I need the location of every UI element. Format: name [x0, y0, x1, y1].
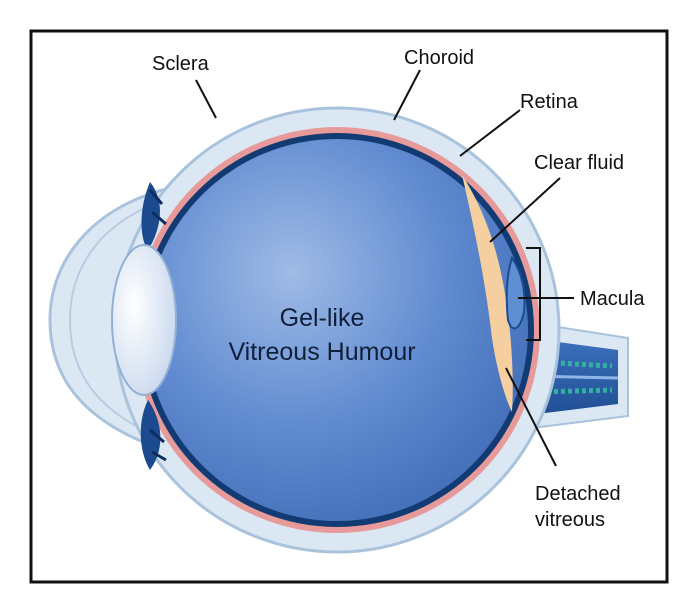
nerve-fibers-lower [539, 387, 613, 395]
label-macula: Macula [580, 288, 645, 310]
label-detached-line2: vitreous [535, 509, 605, 531]
leader-detached-vitreous [505, 367, 557, 467]
label-retina: Retina [520, 91, 579, 113]
label-sclera: Sclera [152, 53, 210, 75]
iris-upper [141, 182, 160, 250]
leader-clear-fluid [489, 177, 561, 243]
leader-retina [459, 109, 521, 157]
leader-lines [195, 69, 574, 467]
center-label-line1: Gel-like [280, 304, 365, 332]
label-detached-line1: Detached [535, 483, 621, 505]
leader-sclera [195, 79, 217, 119]
macula-bracket [526, 247, 541, 341]
label-choroid: Choroid [404, 47, 474, 69]
clear-fluid-pocket [462, 175, 513, 412]
nerve-fibers-upper [539, 359, 613, 369]
vitreous-body [146, 139, 528, 521]
macula-region [505, 255, 526, 330]
center-label-line2: Vitreous Humour [228, 338, 415, 366]
lens [111, 244, 177, 396]
label-clear-fluid: Clear fluid [534, 152, 624, 174]
leader-choroid [393, 69, 421, 121]
